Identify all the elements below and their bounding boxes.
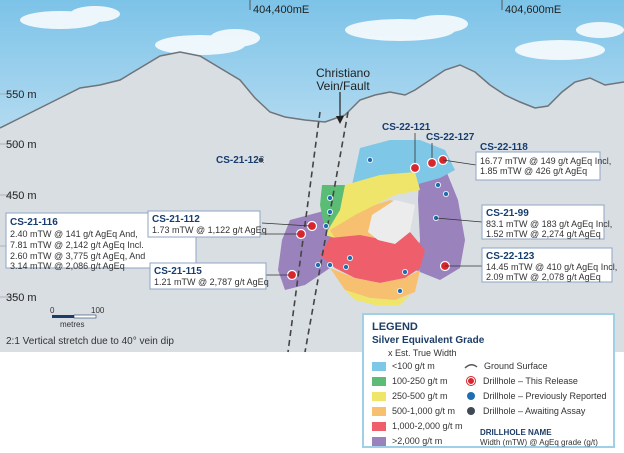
- fault-arrowhead: [336, 116, 344, 124]
- legend-grade-2: 100-250 g/t m: [372, 376, 448, 386]
- legend-dh-name: DRILLHOLE NAME: [480, 428, 552, 437]
- grade-zone-over-2000-east: [415, 160, 465, 280]
- callout-box-cs22118: [475, 151, 601, 181]
- callout-cs21116-line1: 2.40 mTW @ 141 g/t AgEq And,: [10, 229, 138, 239]
- grade-zone-1000-2000: [320, 232, 425, 283]
- gray-dot-icon: [467, 407, 475, 415]
- legend-grade-1: <100 g/t m: [372, 361, 435, 371]
- swatch-250-500: [372, 391, 386, 401]
- legend-dh-sub: Width (mTW) @ AgEq grade (g/t): [480, 438, 598, 447]
- callout-cs2199-line2: 1.52 mTW @ 2,274 g/t AgEq: [486, 229, 601, 239]
- legend-awaiting-assay: Drillhole – Awaiting Assay: [467, 406, 585, 416]
- scale-unit: metres: [60, 320, 84, 329]
- callout-cs21115-line1: 1.21 mTW @ 2,787 g/t AgEq: [154, 277, 269, 287]
- elev-450: 450 m: [6, 190, 37, 202]
- callout-cs22123-line2: 2.09 mTW @ 2,078 g/t AgEq: [486, 272, 601, 282]
- swatch-100-250: [372, 376, 386, 386]
- drillholes-previous: [314, 156, 449, 294]
- callout-cs22118-title: CS-22-118: [480, 142, 528, 153]
- fault-label-line2: Vein/Fault: [316, 79, 370, 93]
- clouds: [20, 6, 624, 60]
- scale-hundred: 100: [91, 306, 105, 315]
- swatch-1000-2000: [372, 421, 386, 431]
- legend-subtitle2: x Est. True Width: [388, 348, 457, 358]
- callout-cs21115-title: CS-21-115: [154, 266, 202, 277]
- callout-cs21116-line2: 7.81 mTW @ 2,142 g/t AgEq Incl.: [10, 240, 144, 250]
- callout-cs22123-line1: 14.45 mTW @ 410 g/t AgEq Incl,: [486, 262, 617, 272]
- callout-cs21116-line3: 2.60 mTW @ 3,775 g/t AgEq, And: [10, 251, 145, 261]
- callout-cs2199-line1: 83.1 mTW @ 183 g/t AgEq Incl,: [486, 219, 612, 229]
- drillholes-this-release: [286, 154, 451, 281]
- red-dot-icon: [467, 377, 475, 385]
- legend-title: LEGEND: [372, 321, 418, 333]
- callout-cs22118-lines: 16.77 mTW @ 149 g/t AgEq Incl, 1.85 mTW …: [480, 156, 611, 176]
- legend-grade-5: 1,000-2,000 g/t m: [372, 421, 463, 431]
- callout-cs21112-line1: 1.73 mTW @ 1,122 g/t AgEq: [152, 225, 267, 235]
- legend-previously-reported: Drillhole – Previously Reported: [467, 391, 607, 401]
- elev-500: 500 m: [6, 139, 37, 151]
- hole-label-cs21122: CS-21-122: [216, 155, 265, 166]
- fault-label-line1: Christiano: [316, 66, 370, 80]
- swatch-over-2000: [372, 436, 386, 446]
- scale-bar: [52, 314, 97, 319]
- legend-grade-3: 250-500 g/t m: [372, 391, 448, 401]
- callout-box-cs2199: [481, 204, 605, 240]
- legend-this-release: Drillhole – This Release: [467, 376, 578, 386]
- swatch-under-100: [372, 361, 386, 371]
- ground-line: [0, 51, 624, 129]
- callout-box-cs21115: [149, 262, 267, 290]
- hole-label-cs22121: CS-22-121: [382, 122, 431, 133]
- callout-cs22123-title: CS-22-123: [486, 251, 535, 262]
- fault-line-east: [304, 111, 349, 353]
- legend-grade-6: >2,000 g/t m: [372, 436, 442, 446]
- grade-zone-under-100: [352, 140, 455, 185]
- ground-surface-icon: [464, 364, 478, 369]
- drillhole-awaiting-cs21122: [257, 156, 265, 164]
- callout-box-cs21112: [147, 210, 261, 238]
- elev-350: 350 m: [6, 292, 37, 304]
- barren-core: [368, 200, 415, 244]
- legend-grade-4: 500-1,000 g/t m: [372, 406, 455, 416]
- callout-cs22118-line1b: 16.77 mTW @ 149 g/t AgEq Incl,: [480, 156, 612, 166]
- stretch-note: 2:1 Vertical stretch due to 40° vein dip: [6, 336, 174, 347]
- swatch-500-1000: [372, 406, 386, 416]
- elev-550: 550 m: [6, 89, 37, 101]
- callout-cs22118-line2: 1.85 mTW @ 426 g/t AgEq: [480, 166, 588, 176]
- hole-label-cs22127: CS-22-127: [426, 132, 475, 143]
- legend-subtitle: Silver Equivalent Grade: [372, 335, 485, 346]
- callout-cs21116-line4: 3.14 mTW @ 2,086 g/t AgEq: [10, 261, 125, 271]
- legend-ground-surface: Ground Surface: [464, 361, 548, 371]
- easting-label-1: 404,400mE: [253, 4, 309, 16]
- easting-label-2: 404,600mE: [505, 4, 561, 16]
- scale-zero: 0: [50, 306, 55, 315]
- callout-cs2199-title: CS-21-99: [486, 208, 529, 219]
- grade-zone-250-500-lower: [345, 290, 410, 305]
- blue-dot-icon: [467, 392, 475, 400]
- callout-cs21116-title: CS-21-116: [10, 217, 58, 228]
- callout-cs21112-title: CS-21-112: [152, 214, 200, 225]
- legend-panel: LEGEND Silver Equivalent Grade x Est. Tr…: [362, 313, 615, 448]
- callout-box-cs22123: [481, 247, 613, 283]
